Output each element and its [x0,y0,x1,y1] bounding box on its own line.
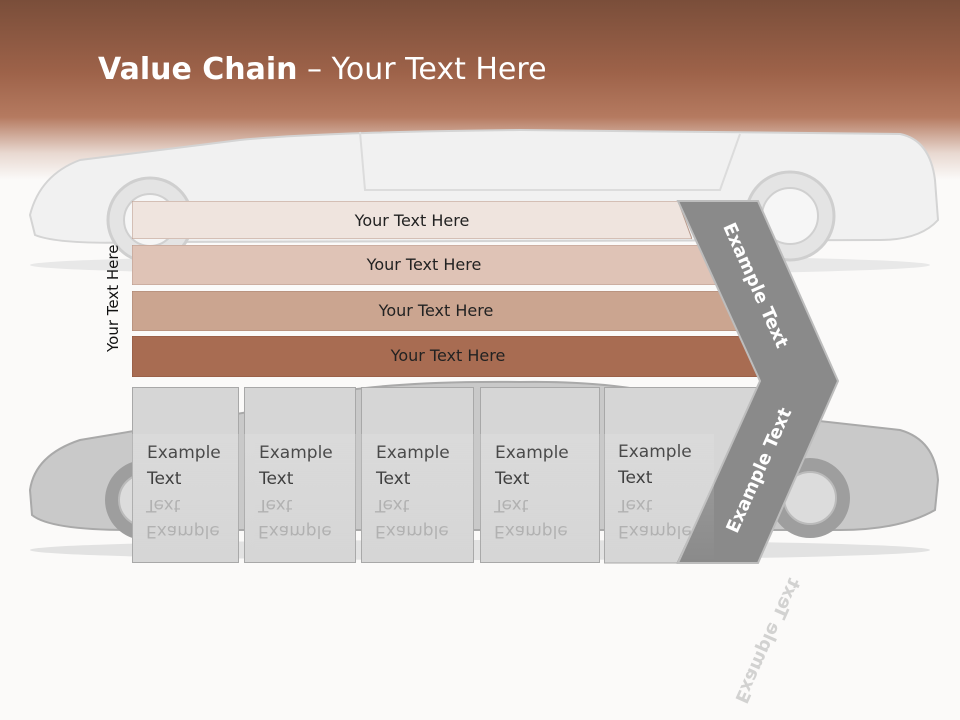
title-rest: – Your Text Here [297,52,547,87]
box-3-line2: Text [376,469,411,489]
box-1-line1: Example [147,443,221,463]
box-3-reflection-line2: Text [375,495,410,515]
band-3-shape [132,291,740,331]
band-4-label: Your Text Here [390,345,506,365]
slide-title: Value Chain – Your Text Here [98,52,547,87]
box-5-line1: Example [618,442,692,462]
band-3: Your Text Here [132,291,740,331]
band-4: Your Text Here [132,336,764,377]
chevron-reflection-text: Example Text [730,574,805,707]
box-5-line2: Text [618,468,653,488]
side-label: Your Text Here [104,244,122,352]
box-4-line1: Example [495,443,569,463]
band-3-label: Your Text Here [378,300,494,320]
band-2-label: Your Text Here [366,254,482,274]
box-4-reflection-line1: Example [494,521,568,541]
box-1-reflection-line1: Example [146,521,220,541]
band-2: Your Text Here [132,245,716,285]
box-3-reflection-line1: Example [375,521,449,541]
box-2-line1: Example [259,443,333,463]
box-2-line2: Text [259,469,294,489]
box-2-reflection-line1: Example [258,521,332,541]
band-1-label: Your Text Here [354,210,470,230]
box-5-reflection-line1: Example [618,521,692,541]
box-2-reflection-line2: Text [258,495,293,515]
box-1-reflection-line2: Text [146,495,181,515]
band-2-shape [132,245,716,285]
box-1-line2: Text [147,469,182,489]
activity-box-5: Example Text [618,439,692,491]
chevron-arrow [676,200,840,564]
band-4-shape [132,336,764,377]
box-5-reflection-line2: Text [618,495,653,515]
box-4-reflection-line2: Text [494,495,529,515]
title-bold: Value Chain [98,52,298,87]
band-1: Your Text Here [132,201,692,239]
band-1-shape [132,201,692,239]
box-3-line1: Example [376,443,450,463]
box-4-line2: Text [495,469,530,489]
